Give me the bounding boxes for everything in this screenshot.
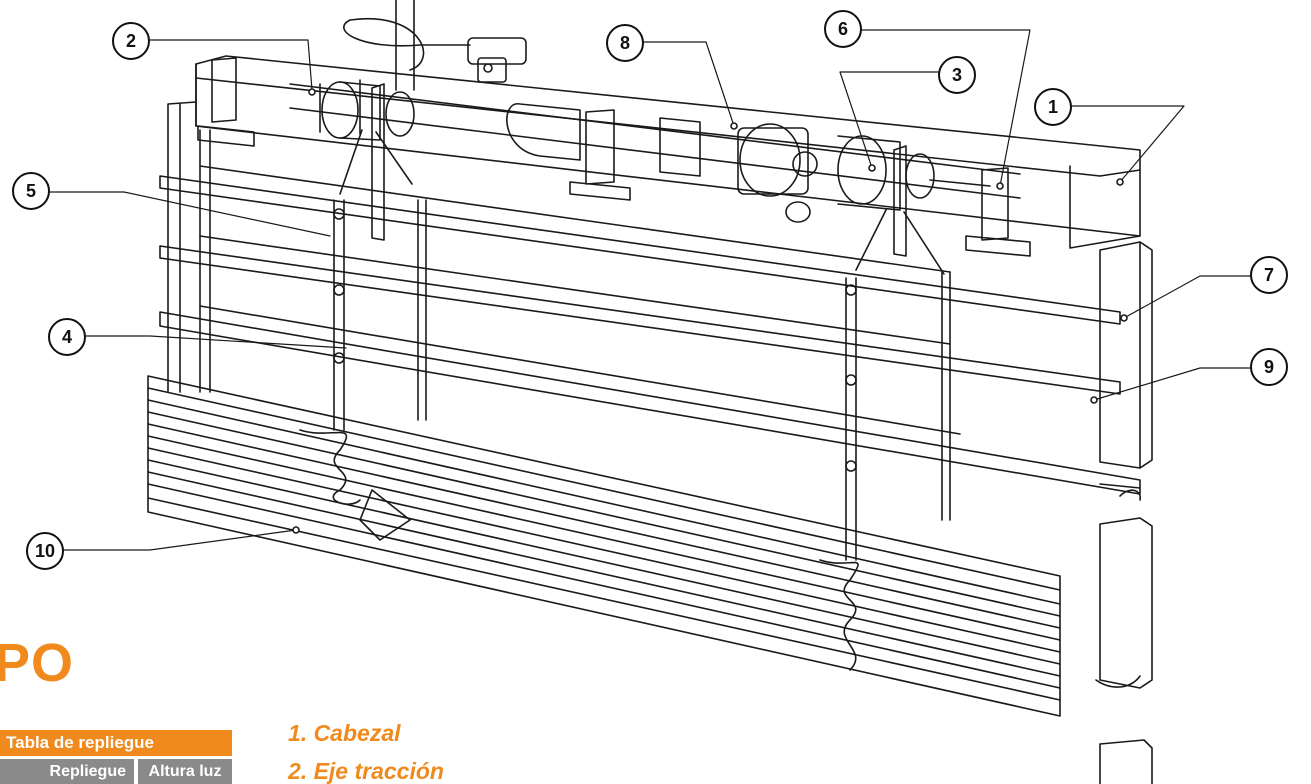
callout-9: 9 — [1250, 348, 1288, 386]
legend-item-1: 1. Cabezal — [288, 720, 401, 746]
table-column-altura-luz: Altura luz — [138, 759, 232, 784]
legend-item-2: 2. Eje tracción — [288, 758, 444, 784]
callout-7: 7 — [1250, 256, 1288, 294]
callout-10: 10 — [26, 532, 64, 570]
drive-shaft-assembly — [289, 79, 1021, 223]
right-side-guide — [1095, 241, 1153, 784]
slats — [159, 165, 1141, 495]
power-cable — [343, 0, 527, 91]
leader-markers — [292, 88, 1128, 534]
table-title: Tabla de repliegue — [0, 730, 232, 756]
callout-5: 5 — [12, 172, 50, 210]
callout-2: 2 — [112, 22, 150, 60]
callout-4: 4 — [48, 318, 86, 356]
leader-lines — [47, 29, 1253, 551]
table-column-repliegue: Repliegue — [0, 759, 134, 784]
stacked-slats — [147, 375, 1061, 717]
callout-6: 6 — [824, 10, 862, 48]
left-frame — [167, 101, 951, 521]
callout-3: 3 — [938, 56, 976, 94]
ladder-cords — [333, 199, 857, 561]
section-heading-fragment: PO — [0, 633, 75, 693]
mounting-brackets — [197, 57, 1031, 257]
tilt-mechanisms — [339, 83, 945, 275]
callout-1: 1 — [1034, 88, 1072, 126]
head-rail — [195, 55, 1141, 249]
callout-8: 8 — [606, 24, 644, 62]
